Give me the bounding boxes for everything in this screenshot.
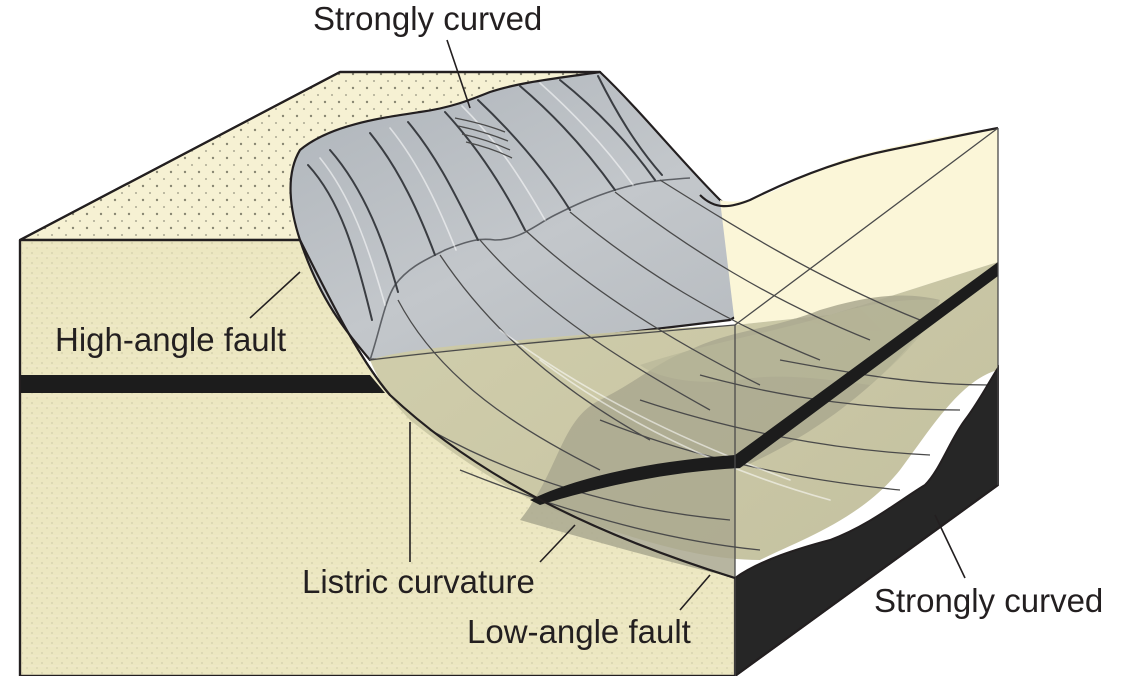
hangingwall-top-edge xyxy=(699,126,999,208)
hangingwall-top-surface xyxy=(720,128,998,325)
label-high-angle-fault: High-angle fault xyxy=(55,321,286,358)
label-top-strongly-curved: Strongly curved xyxy=(313,0,542,37)
right-cut-face xyxy=(734,364,999,676)
footwall-marker-bed xyxy=(20,375,385,393)
footwall-front-stipple xyxy=(22,242,733,674)
leader-lines xyxy=(249,39,966,611)
right-face-lower-edge xyxy=(734,484,999,676)
footwall-top-back-edge xyxy=(19,70,600,241)
block-outline xyxy=(18,240,735,676)
label-low-angle-fault: Low-angle fault xyxy=(467,613,691,650)
fault-striations xyxy=(307,75,663,321)
transparent-block-edges xyxy=(369,127,999,676)
buried-striations xyxy=(397,179,991,551)
label-listric-curvature: Listric curvature xyxy=(302,563,535,600)
label-right-strongly-curved: Strongly curved xyxy=(874,582,1103,619)
fault-trace-front xyxy=(299,239,736,580)
